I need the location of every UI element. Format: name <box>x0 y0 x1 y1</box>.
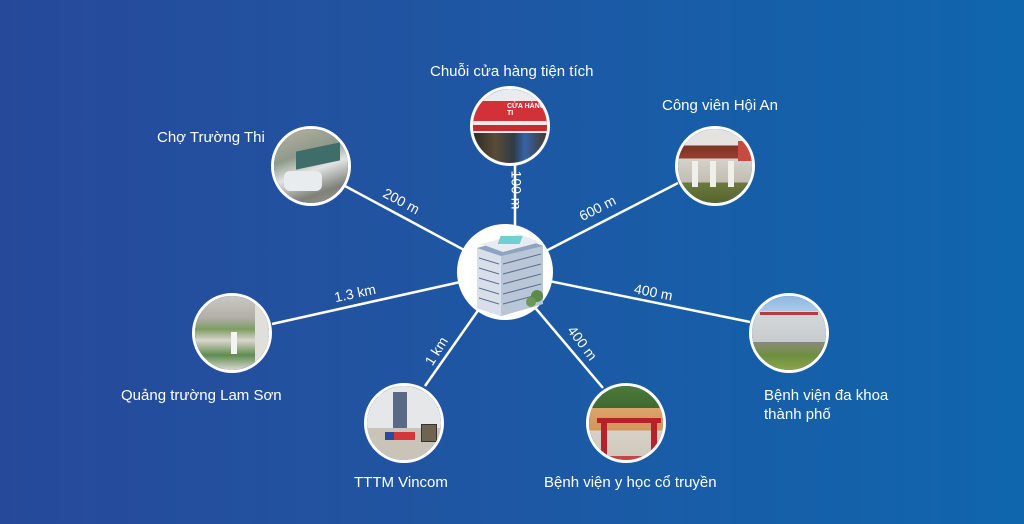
photo-quang-truong-lam-son <box>192 293 272 373</box>
label-benh-vien-da-khoa-line1: Bệnh viện đa khoa <box>764 387 889 404</box>
center-project-circle <box>457 224 553 320</box>
label-quang-truong-lam-son: Quảng trường Lam Sơn <box>121 387 282 404</box>
label-tttm-vincom: TTTM Vincom <box>354 474 448 491</box>
label-cho-truong-thi: Chợ Trường Thi <box>157 129 265 146</box>
distance-chuoi-cua-hang: 100 m <box>508 170 525 210</box>
label-benh-vien-yhct: Bệnh viện y học cổ truyền <box>544 474 717 491</box>
photo-chuoi-cua-hang: CỬA HÀNG TI <box>470 86 550 166</box>
photo-tttm-vincom <box>364 383 444 463</box>
label-benh-vien-da-khoa-line2: thành phố <box>764 406 831 423</box>
photo-cho-truong-thi <box>271 126 351 206</box>
store-sign-text: CỬA HÀNG TI <box>507 103 546 117</box>
photo-benh-vien-yhct <box>586 383 666 463</box>
photo-benh-vien-da-khoa <box>749 293 829 373</box>
label-cong-vien-hoi-an: Công viên Hội An <box>662 97 778 114</box>
label-chuoi-cua-hang: Chuỗi cửa hàng tiện tích <box>430 63 594 80</box>
photo-cong-vien-hoi-an <box>675 126 755 206</box>
apartment-tower-icon <box>477 234 543 316</box>
